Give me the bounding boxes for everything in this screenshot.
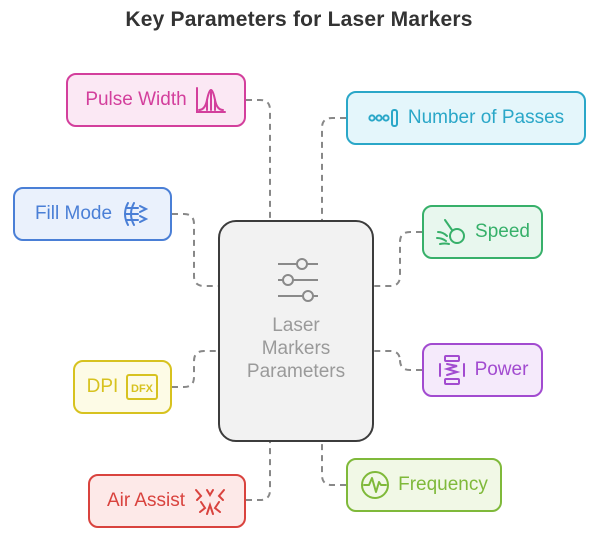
sliders-icon (278, 258, 318, 302)
frequency-label: Frequency (398, 474, 488, 495)
center-label-line1: Laser (272, 315, 320, 336)
center-label-line3: Parameters (246, 361, 346, 382)
passes-dots-icon (368, 109, 398, 127)
speed-ball-icon (436, 219, 466, 245)
diagram-title: Key Parameters for Laser Markers (125, 8, 473, 31)
node-number-of-passes: Number of Passes (346, 91, 586, 145)
node-frequency: Frequency (346, 458, 502, 512)
dfx-icon-text: DFX (131, 383, 154, 395)
fill-mode-label: Fill Mode (34, 203, 113, 224)
pulse-width-label: Pulse Width (85, 89, 187, 110)
power-spring-icon (438, 355, 465, 385)
power-label: Power (474, 359, 529, 380)
frequency-wave-icon (361, 471, 390, 499)
node-dpi: DPI DFX (73, 360, 172, 414)
fill-pattern-icon (124, 202, 149, 226)
center-node: Laser Markers Parameters (218, 220, 374, 442)
dpi-label: DPI (86, 376, 119, 397)
dfx-file-icon: DFX (126, 374, 159, 400)
node-air-assist: Air Assist (88, 474, 246, 528)
node-pulse-width: Pulse Width (66, 73, 246, 127)
speed-label: Speed (475, 221, 530, 242)
pulse-wave-icon (195, 87, 226, 113)
node-power: Power (422, 343, 543, 397)
air-flow-icon (195, 489, 226, 515)
node-speed: Speed (422, 205, 543, 259)
number-of-passes-label: Number of Passes (407, 107, 565, 128)
node-fill-mode: Fill Mode (13, 187, 172, 241)
air-assist-label: Air Assist (106, 490, 186, 511)
center-label-line2: Markers (261, 338, 331, 359)
